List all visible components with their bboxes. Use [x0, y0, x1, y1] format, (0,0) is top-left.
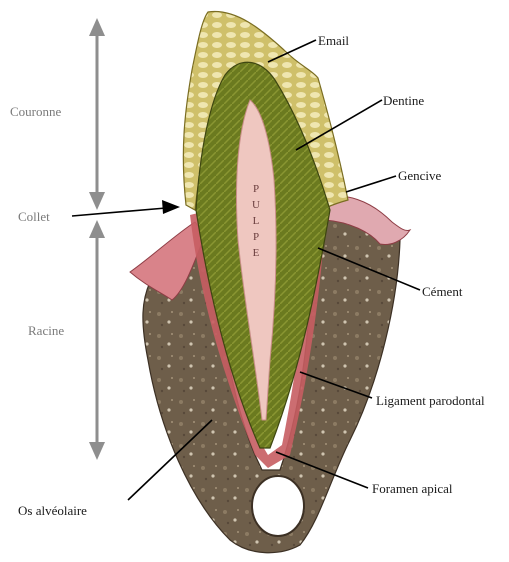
label-collet: Collet	[18, 209, 50, 224]
pulpe-letter: P	[253, 183, 259, 195]
label-dentine: Dentine	[383, 93, 424, 108]
pulpe-letter: P	[253, 231, 259, 243]
label-gencive: Gencive	[398, 168, 442, 183]
pulpe-letter: E	[253, 247, 260, 259]
apical-canal-hole	[252, 476, 304, 536]
crown-extent-arrow	[89, 18, 105, 210]
root-extent-arrow	[89, 220, 105, 460]
label-foramen: Foramen apical	[372, 481, 453, 496]
label-racine: Racine	[28, 323, 64, 338]
pulpe-label: P U L P E	[252, 183, 260, 259]
collet-arrow	[72, 200, 180, 216]
label-ligament: Ligament parodontal	[376, 393, 485, 408]
pulpe-letter: L	[253, 215, 260, 227]
label-email: Email	[318, 33, 349, 48]
gencive-leader	[346, 176, 396, 192]
label-os-alveolaire: Os alvéolaire	[18, 503, 87, 518]
label-cement: Cément	[422, 284, 463, 299]
pulpe-letter: U	[252, 199, 260, 211]
label-couronne: Couronne	[10, 104, 62, 119]
